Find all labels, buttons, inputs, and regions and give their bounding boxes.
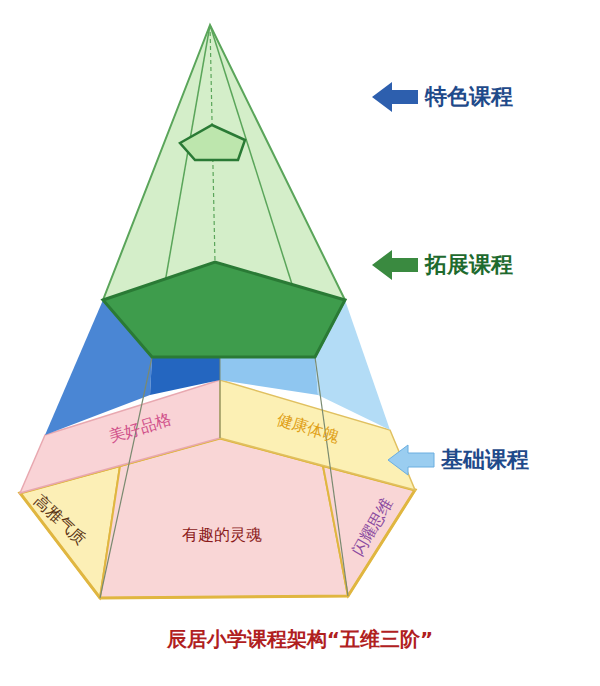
dimension-label: 有趣的灵魂 <box>182 526 262 544</box>
level-label: 拓展课程 <box>425 253 513 277</box>
level-label: 基础课程 <box>441 448 529 472</box>
caption: 辰居小学课程架构“五维三阶” <box>0 628 600 650</box>
level-label: 特色课程 <box>425 85 513 109</box>
